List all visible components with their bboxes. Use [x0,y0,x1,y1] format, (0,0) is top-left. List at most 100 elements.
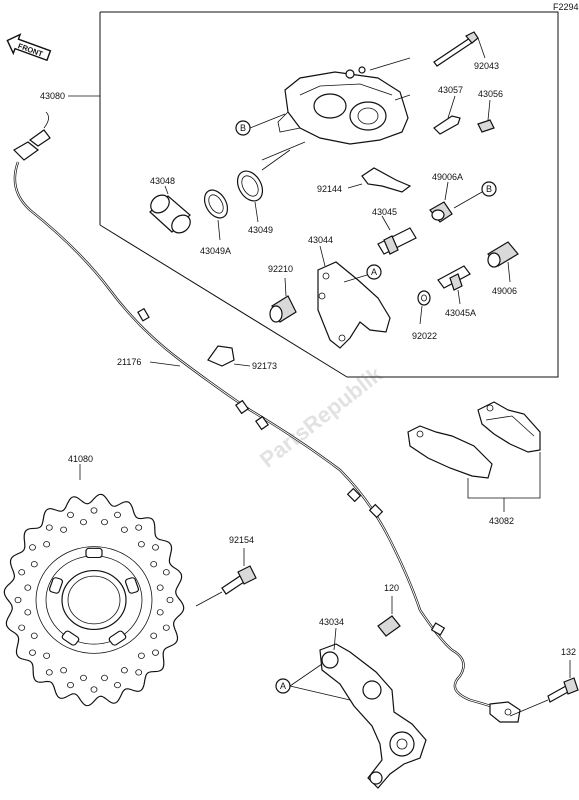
bracket-bolt [377,615,401,637]
disc-hole [30,632,38,639]
cable-clamp [207,345,235,367]
slide-pin [377,227,417,255]
disc-hole [60,526,67,533]
disc-hole [156,584,164,591]
label-43049: 43049 [248,225,273,235]
disc-hole [30,561,38,568]
callout-a-1-letter: A [371,267,377,277]
callout-a-2-letter: A [280,681,286,691]
disc-hole [120,667,128,674]
piston-seal-a [203,189,229,219]
disc-hole [67,511,74,519]
brake-disc [3,493,185,707]
disc-slot [108,630,127,646]
disc-hole [166,596,174,604]
label-43057: 43057 [438,85,463,95]
label-43034: 43034 [319,617,344,627]
label-92043: 92043 [474,61,499,71]
disc-hole [43,652,50,659]
label-92154: 92154 [229,535,254,545]
disc-hole [29,649,36,656]
disc-hole [18,624,26,631]
disc-hole [138,652,145,659]
piston-seal [236,170,264,202]
disc-hole [156,609,164,616]
callout-b-1-letter: B [240,123,246,133]
caliper-bracket-plate [433,115,461,135]
label-43049A: 43049A [200,246,231,256]
label-21176: 21176 [117,357,141,367]
disc-slot [48,577,64,594]
link-bolt [547,677,579,703]
piston [149,194,191,234]
disc-hole [18,569,26,576]
disc-hole [80,674,87,682]
disc-hole [24,609,32,616]
disc-slot [85,547,103,559]
label-43045: 43045 [372,207,397,217]
disc-hole [29,544,36,551]
label-43044: 43044 [308,235,333,245]
disc-hole [114,681,121,689]
disc-hole [101,518,108,526]
bleeder-valve [477,119,495,133]
torque-link-bracket [319,643,427,789]
disc-hole [152,544,159,551]
disc-hole [14,596,22,604]
disc-hole [90,507,98,514]
disc-hole [150,632,158,639]
disc-hole [162,569,170,576]
disc-hole [45,524,53,531]
disc-hole [45,669,53,676]
disc-hole [67,681,74,689]
callout-b-2 [481,181,497,197]
washer [417,290,431,306]
disc-slot [61,630,80,646]
disc-hole [135,669,143,676]
label-92210: 92210 [268,264,293,274]
disc-hole [150,561,158,568]
caliper-bracket [317,261,391,349]
label-41080: 41080 [68,454,93,464]
disc-bolt [221,565,257,595]
boot-a [429,201,453,223]
label-43056: 43056 [478,89,503,99]
label-132: 132 [561,647,576,657]
slide-pin-a [437,265,471,291]
label-43045A: 43045A [445,308,476,318]
disc-hole [135,524,143,531]
label-92022: 92022 [412,331,437,341]
brake-pad-left [407,425,493,479]
label-92173: 92173 [252,361,277,371]
label-43048: 43048 [150,176,175,186]
label-49006: 49006 [492,286,517,296]
disc-hole [24,584,32,591]
bushing-sleeve [269,295,297,323]
caliper-group-frame [100,11,559,378]
disc-hole [114,511,121,519]
disc-hole [60,667,67,674]
label-92144: 92144 [317,184,342,194]
disc-hole [138,541,145,548]
abs-sensor-cable [13,111,521,723]
figure-code: F2294 [553,2,579,12]
disc-hole [43,541,50,548]
label-120: 120 [384,583,399,593]
disc-hole [90,686,98,693]
front-arrow-icon: FRONT [6,33,52,62]
disc-hole [162,624,170,631]
label-43082: 43082 [489,516,514,526]
brake-pad-right [477,401,541,453]
disc-hole [101,674,108,682]
callout-a-1 [366,264,382,280]
callout-b-2-letter: B [486,184,492,194]
disc-hole [80,518,87,526]
caliper-pin [433,31,479,67]
label-43080: 43080 [40,91,65,101]
pad-spring [361,167,412,193]
caliper-body [277,66,409,145]
label-49006A: 49006A [432,172,463,182]
disc-hole [152,649,159,656]
disc-slot [124,577,140,594]
